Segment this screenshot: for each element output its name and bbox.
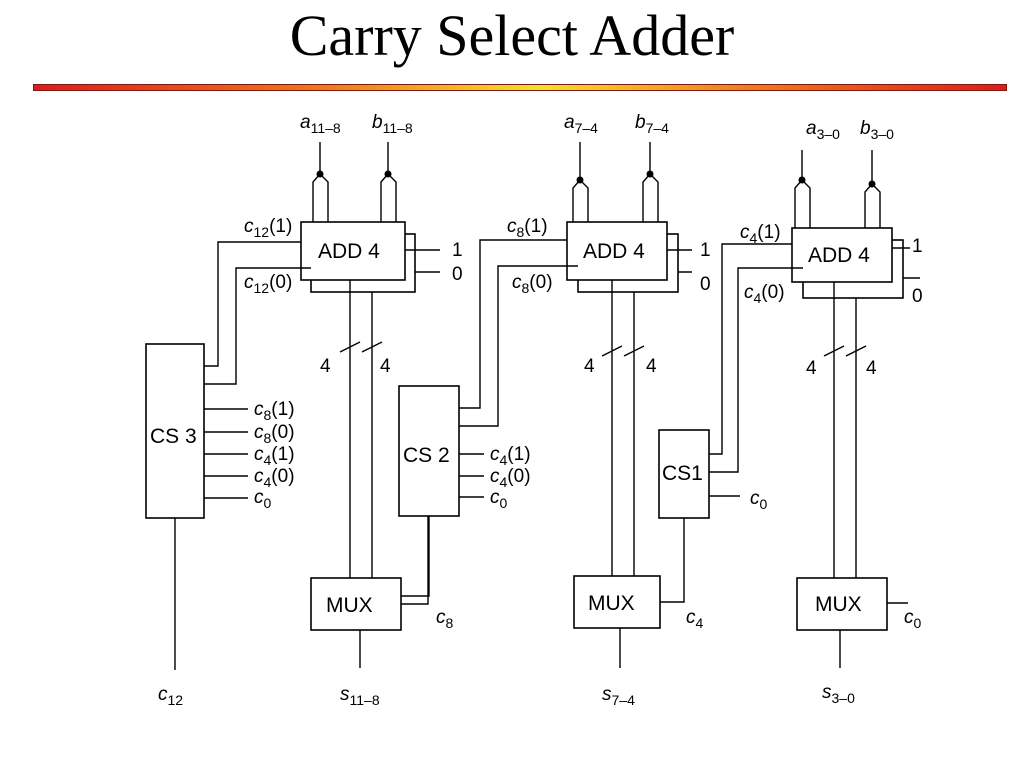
carry-select-block [658, 429, 710, 519]
carry-in-0-label: c8(0) [512, 272, 553, 296]
sum-bus [611, 280, 635, 576]
carry-out-label: c12 [158, 684, 183, 708]
junction-dot [576, 176, 584, 184]
mux-label: MUX [588, 592, 635, 615]
stage-bits-11-8: a11–8 b11–8 ADD 4 c12(1) c12(0) 1 0 4 4 … [145, 112, 463, 708]
carry-select-to-mux-wire [401, 516, 430, 597]
carry-select-input-wires [459, 453, 484, 498]
mux-block [796, 577, 888, 631]
input-b-label: b3–0 [860, 118, 894, 142]
bus-width-slash [339, 341, 383, 353]
a-input-bus [312, 142, 329, 222]
bus-width-slash [601, 345, 645, 357]
input-a-label: a7–4 [564, 112, 598, 136]
input-b-label: b7–4 [635, 112, 669, 136]
constant-1-label: 1 [912, 236, 923, 257]
cs-input-label: c4(1) [254, 444, 295, 468]
bus-width-slash [823, 345, 867, 357]
junction-dot [384, 170, 392, 178]
constant-0-label: 0 [452, 264, 463, 285]
bus-width-label-right: 4 [380, 356, 391, 377]
adder-label: ADD 4 [583, 240, 645, 263]
carry-in-1-label: c12(1) [244, 216, 292, 240]
cs-input-label: c4(1) [490, 444, 531, 468]
cs-input-label: c0 [254, 487, 272, 511]
carry-in-1-label: c8(1) [507, 216, 548, 240]
constant-0-label: 0 [912, 286, 923, 307]
bus-width-label-right: 4 [646, 356, 657, 377]
stage-bits-7-4: a7–4 b7–4 ADD 4 c8(1) c8(0) 1 0 4 4 CS 2… [398, 112, 711, 708]
mux-select-label: c4 [686, 607, 704, 631]
constant-input-wires [892, 247, 920, 279]
adder-front [791, 227, 893, 283]
cs-input-label: c8(1) [254, 399, 295, 423]
input-b-label: b11–8 [372, 112, 413, 136]
mux-label: MUX [326, 594, 373, 617]
cs-input-label: c0 [490, 487, 508, 511]
title-divider [33, 84, 1007, 91]
sum-output-label: s3–0 [822, 682, 855, 706]
mux-block [310, 577, 402, 631]
constant-input-wires [405, 249, 440, 273]
carry-select-wires [459, 239, 578, 427]
constant-1-label: 1 [452, 240, 463, 261]
mux-block [573, 575, 661, 629]
junction-dot [868, 180, 876, 188]
sum-bus [349, 280, 373, 578]
slide-title: Carry Select Adder [289, 3, 735, 68]
b-input-bus [864, 150, 881, 228]
sum-output-label: s7–4 [602, 684, 635, 708]
mux-select-label: c0 [904, 607, 922, 631]
carry-select-wires [709, 243, 803, 473]
cs-input-label: c4(0) [490, 466, 531, 490]
carry-select-block [145, 343, 205, 519]
carry-select-input-wires [204, 408, 248, 499]
carry-in-0-label: c4(0) [744, 282, 785, 306]
cs-input-label: c0 [750, 488, 768, 512]
carry-select-block [398, 385, 460, 517]
constant-0-label: 0 [700, 274, 711, 295]
carry-select-label: CS 3 [150, 425, 197, 448]
junction-dot [646, 170, 654, 178]
cs-input-label: c4(0) [254, 466, 295, 490]
a-input-bus [794, 150, 811, 228]
mux-select-label: c8 [436, 607, 454, 631]
b-input-bus [642, 142, 659, 222]
adder-label: ADD 4 [808, 244, 870, 267]
mux-label: MUX [815, 593, 862, 616]
bus-width-label-left: 4 [320, 356, 331, 377]
carry-in-0-label: c12(0) [244, 272, 292, 296]
carry-select-wires [204, 241, 311, 385]
carry-select-label: CS1 [662, 462, 703, 485]
a-input-bus [572, 142, 589, 222]
input-a-label: a11–8 [300, 112, 341, 136]
adder-front [300, 221, 406, 281]
carry-select-label: CS 2 [403, 444, 450, 467]
input-a-label: a3–0 [806, 118, 840, 142]
stage-bits-3-0: a3–0 b3–0 ADD 4 c4(1) c4(0) 1 0 4 4 CS1 … [658, 118, 923, 706]
sum-output-label: s11–8 [340, 684, 380, 708]
adder-label: ADD 4 [318, 240, 380, 263]
constant-input-wires [667, 249, 692, 273]
junction-dot [316, 170, 324, 178]
carry-in-1-label: c4(1) [740, 222, 781, 246]
b-input-bus [380, 142, 397, 222]
sum-bus [833, 282, 857, 578]
constant-1-label: 1 [700, 240, 711, 261]
bus-width-label-right: 4 [866, 358, 877, 379]
cs-input-label: c8(0) [254, 422, 295, 446]
adder-front [566, 221, 668, 281]
junction-dot [798, 176, 806, 184]
bus-width-label-left: 4 [806, 358, 817, 379]
bus-width-label-left: 4 [584, 356, 595, 377]
